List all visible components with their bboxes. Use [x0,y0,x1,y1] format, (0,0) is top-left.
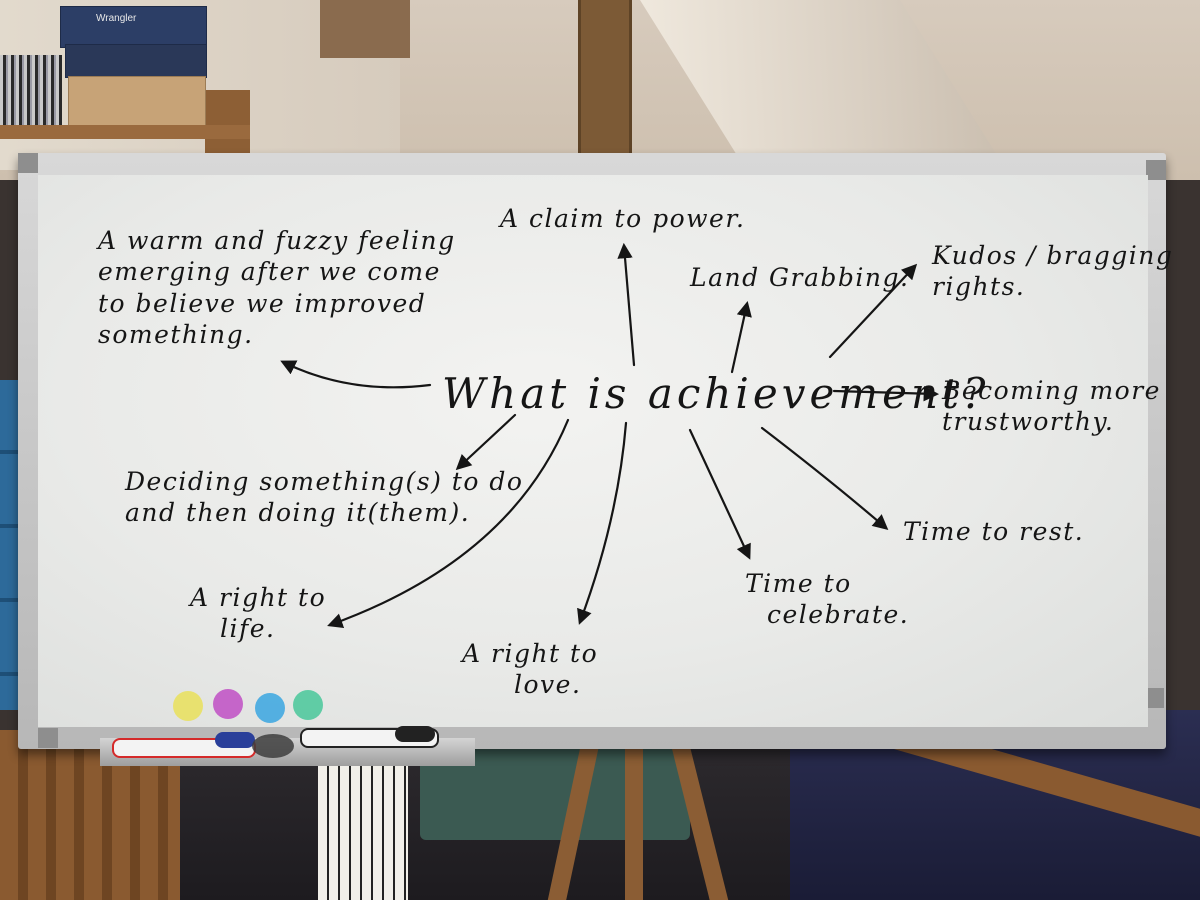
note-line: Time to [745,569,852,598]
cd-stack [0,55,62,127]
note-kudos: Kudos / bragging rights. [932,240,1173,303]
note-line: Becoming more [942,376,1161,405]
arrow-to-kudos [828,263,918,359]
note-line: A claim to power. [500,204,746,233]
note-line: A warm and fuzzy feeling [98,226,456,255]
frame-corner [1144,688,1164,708]
arrow-to-deciding [455,413,517,471]
arrow-to-trust [832,385,940,402]
piano-keyboard [318,760,408,900]
note-line: something. [98,319,254,349]
arrow-to-rest [760,426,889,531]
magnet-blue[interactable] [255,693,285,723]
note-line: to believe we improved [98,288,427,318]
note-line: Deciding something(s) to do [125,467,524,496]
note-line: and then doing it(them). [125,498,471,528]
frame-corner [1146,160,1166,180]
note-claim-to-power: A claim to power. [500,203,746,234]
arrow-to-love [577,421,628,625]
frame-corner [18,153,38,173]
shoebox-top: Wrangler [60,6,207,48]
arrow-to-life [327,418,570,629]
magnet-magenta[interactable] [213,689,243,719]
note-line: emerging after we come [98,257,441,287]
note-right-to-life: A right to life. [190,582,326,645]
arrow-to-claim [617,242,636,367]
note-trustworthy: Becoming more trustworthy. [942,375,1161,438]
shoebox-middle [65,44,207,78]
note-land-grabbing: Land Grabbing. [690,262,909,293]
easel-leg-center [625,720,643,900]
note-line: rights. [932,272,1026,302]
whiteboard [38,175,1148,727]
frame-corner [38,728,58,748]
note-line: Time to rest. [903,517,1085,546]
note-time-to-celebrate: Time to celebrate. [745,568,909,631]
roof-beam [320,0,410,58]
shoebox-brand: Wrangler [96,13,137,24]
magnet-green[interactable] [293,690,323,720]
note-line: Land Grabbing. [690,263,910,292]
arrow-to-warm [280,360,432,389]
note-deciding: Deciding something(s) to do and then doi… [125,466,523,529]
note-line: Kudos / bragging [932,241,1174,270]
arrow-to-land [730,300,752,374]
note-line: trustworthy. [942,407,1115,437]
note-line: life. [220,614,276,644]
magnet-yellow[interactable] [173,691,203,721]
easel-mast [578,0,632,160]
eraser-magnet[interactable] [252,734,294,758]
note-line: love. [514,670,582,700]
note-warm-feeling: A warm and fuzzy feeling emerging after … [98,225,456,350]
cardboard-box [68,76,206,128]
note-line: A right to [190,583,327,612]
central-question: What is achievement? [442,369,990,418]
arrow-to-celebrate [688,428,751,560]
note-line: celebrate. [767,600,910,630]
blue-marker-cap [215,732,255,748]
note-right-to-love: A right to love. [462,638,598,701]
black-marker-cap [395,726,435,742]
note-line: A right to [462,639,599,668]
wall-shelf [0,125,250,139]
note-time-to-rest: Time to rest. [903,516,1084,547]
